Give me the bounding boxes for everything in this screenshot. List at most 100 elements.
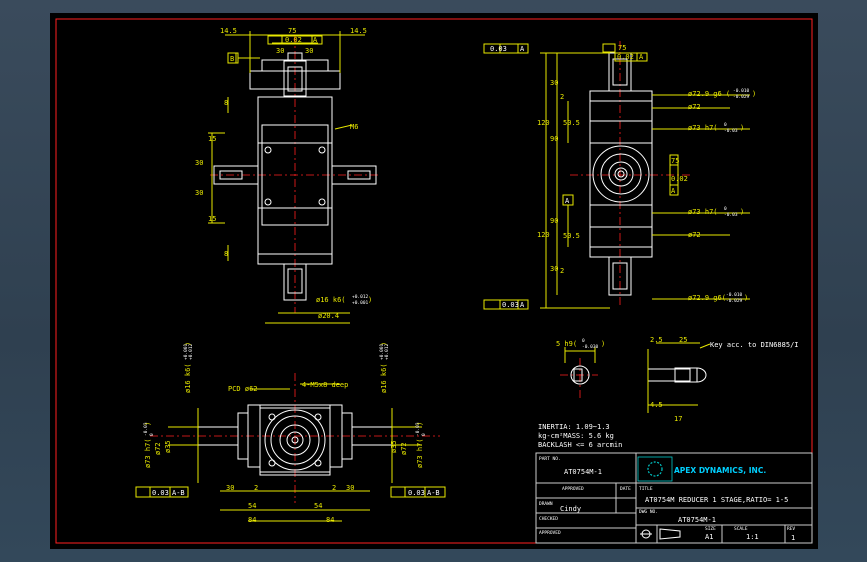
drawing-border <box>55 18 813 544</box>
svg-text:A: A <box>565 197 570 205</box>
svg-text:0.02: 0.02 <box>617 53 634 61</box>
svg-text:ø72: ø72 <box>688 231 701 239</box>
svg-text:0.03: 0.03 <box>152 489 169 497</box>
svg-text:A1: A1 <box>705 533 713 541</box>
svg-text:AT0754M-1: AT0754M-1 <box>564 468 602 476</box>
svg-text:0: 0 <box>149 433 155 436</box>
svg-text:ø73 h7(: ø73 h7( <box>688 208 718 216</box>
svg-text:30: 30 <box>550 265 558 273</box>
svg-text:A-B: A-B <box>172 489 185 497</box>
svg-text:54: 54 <box>314 502 322 510</box>
svg-text:ø72.9 g6 (: ø72.9 g6 ( <box>688 90 730 98</box>
company-logo: APEX DYNAMICS, INC. <box>637 456 766 482</box>
svg-text:54: 54 <box>248 502 256 510</box>
svg-text:): ) <box>380 342 388 346</box>
svg-text:8: 8 <box>224 99 228 107</box>
svg-text:ø73 h7(: ø73 h7( <box>416 438 424 468</box>
svg-text:ø72: ø72 <box>154 442 162 455</box>
drawing-viewport[interactable]: 14.5 14.5 75 0.02 A 30 30 B M6 30 30 1 5 … <box>50 13 818 549</box>
front-view: ø16 k6( +0.012 +0.001 ) ø16 k6( +0.012 +… <box>135 342 446 524</box>
svg-text:): ) <box>744 294 748 302</box>
svg-text:-0.029: -0.029 <box>733 94 750 100</box>
svg-text:+0.001: +0.001 <box>352 300 369 306</box>
svg-text:+0.001: +0.001 <box>379 343 385 360</box>
svg-text:DATE: DATE <box>620 486 631 492</box>
svg-text:ø35: ø35 <box>164 440 172 453</box>
svg-text:0.03: 0.03 <box>490 45 507 53</box>
svg-text:14.5: 14.5 <box>350 27 367 35</box>
svg-text:Cindy: Cindy <box>560 505 581 513</box>
svg-text:5 h9(: 5 h9( <box>556 340 577 348</box>
svg-text:BACKLASH <= 6 arcmin: BACKLASH <= 6 arcmin <box>538 441 622 449</box>
svg-text:-0.010: -0.010 <box>733 88 750 94</box>
svg-text:kg-cm²MASS: 5.6 kg: kg-cm²MASS: 5.6 kg <box>538 432 614 440</box>
cad-drawing: 14.5 14.5 75 0.02 A 30 30 B M6 30 30 1 5 … <box>55 18 813 544</box>
svg-text:14.5: 14.5 <box>220 27 237 35</box>
svg-text:ø20.4: ø20.4 <box>318 312 339 320</box>
svg-text:ø73 h7(: ø73 h7( <box>688 124 718 132</box>
svg-text:B: B <box>230 55 234 63</box>
svg-text:30: 30 <box>276 47 284 55</box>
svg-text:0: 0 <box>724 206 727 212</box>
svg-text:ø16 k6(: ø16 k6( <box>380 363 388 393</box>
svg-text:75: 75 <box>618 44 626 52</box>
svg-text:120: 120 <box>537 231 550 239</box>
svg-text:2: 2 <box>332 484 336 492</box>
svg-text:+0.001: +0.001 <box>183 343 189 360</box>
svg-text:A-B: A-B <box>427 489 440 497</box>
top-view: 14.5 14.5 75 0.02 A 30 30 B M6 30 30 15 … <box>195 27 380 324</box>
svg-text:-0.029: -0.029 <box>726 298 743 304</box>
svg-text:30: 30 <box>195 159 203 167</box>
svg-text:-0.03: -0.03 <box>724 212 738 218</box>
svg-text:ø16 k6(: ø16 k6( <box>316 296 346 304</box>
svg-text:2: 2 <box>560 93 564 101</box>
svg-text:ø72: ø72 <box>688 103 701 111</box>
projection-symbol-icon <box>640 528 681 540</box>
svg-text:30: 30 <box>226 484 234 492</box>
svg-text:TITLE: TITLE <box>639 486 653 492</box>
key-detail: 5 h9( 0 -0.030 ) 2.5 25 Key acc. to DIN6… <box>556 336 799 423</box>
svg-text:ø73 h7(: ø73 h7( <box>144 438 152 468</box>
svg-text:90: 90 <box>550 135 558 143</box>
svg-text:PART NO.: PART NO. <box>539 456 561 462</box>
svg-text:4-M5x8 deep: 4-M5x8 deep <box>302 381 348 389</box>
svg-text:SCALE: SCALE <box>734 526 748 532</box>
svg-text:Key acc. to DIN6885/I: Key acc. to DIN6885/I <box>710 341 799 349</box>
svg-text:DRAWN: DRAWN <box>539 501 553 507</box>
svg-text:50.5: 50.5 <box>563 232 580 240</box>
svg-text:M6: M6 <box>350 123 358 131</box>
svg-text:APEX DYNAMICS, INC.: APEX DYNAMICS, INC. <box>674 466 766 475</box>
svg-text:-0.030: -0.030 <box>582 344 599 350</box>
svg-text:): ) <box>740 124 744 132</box>
svg-text:-0.03: -0.03 <box>143 422 149 436</box>
svg-text:INERTIA: 1.09~1.3: INERTIA: 1.09~1.3 <box>538 423 610 431</box>
svg-text:AT0754M REDUCER 1 STAGE,RATIO=: AT0754M REDUCER 1 STAGE,RATIO= 1-5 <box>645 496 788 504</box>
svg-text:84: 84 <box>326 516 334 524</box>
svg-text:50.5: 50.5 <box>563 119 580 127</box>
svg-text:): ) <box>752 90 756 98</box>
svg-text:30: 30 <box>305 47 313 55</box>
svg-text:DWG NO.: DWG NO. <box>639 509 658 515</box>
svg-text:0: 0 <box>582 338 585 344</box>
svg-text:1: 1 <box>791 534 795 542</box>
svg-text:75: 75 <box>288 27 296 35</box>
svg-text:+0.012: +0.012 <box>384 343 390 360</box>
svg-text:+0.012: +0.012 <box>352 294 369 300</box>
svg-text:APPROVED: APPROVED <box>539 530 561 536</box>
svg-text:120: 120 <box>537 119 550 127</box>
side-view: 0.03 A 0.03 A 75 0.02 A 30 120 50.5 90 2… <box>483 41 756 310</box>
svg-text:ø72.9 g6(: ø72.9 g6( <box>688 294 726 302</box>
svg-text:): ) <box>144 422 152 426</box>
svg-text:A: A <box>313 36 318 44</box>
svg-text:APPROVED: APPROVED <box>562 486 584 492</box>
svg-text:ø16 k6(: ø16 k6( <box>184 363 192 393</box>
svg-text:30: 30 <box>346 484 354 492</box>
svg-text:0.02: 0.02 <box>285 36 302 44</box>
svg-text:PCD ø62: PCD ø62 <box>228 385 258 393</box>
svg-text:+0.012: +0.012 <box>188 343 194 360</box>
svg-text:0: 0 <box>421 433 427 436</box>
svg-text:A: A <box>520 45 525 53</box>
svg-text:0: 0 <box>724 122 727 128</box>
svg-text:0.02: 0.02 <box>671 175 688 183</box>
svg-text:-0.03: -0.03 <box>724 128 738 134</box>
